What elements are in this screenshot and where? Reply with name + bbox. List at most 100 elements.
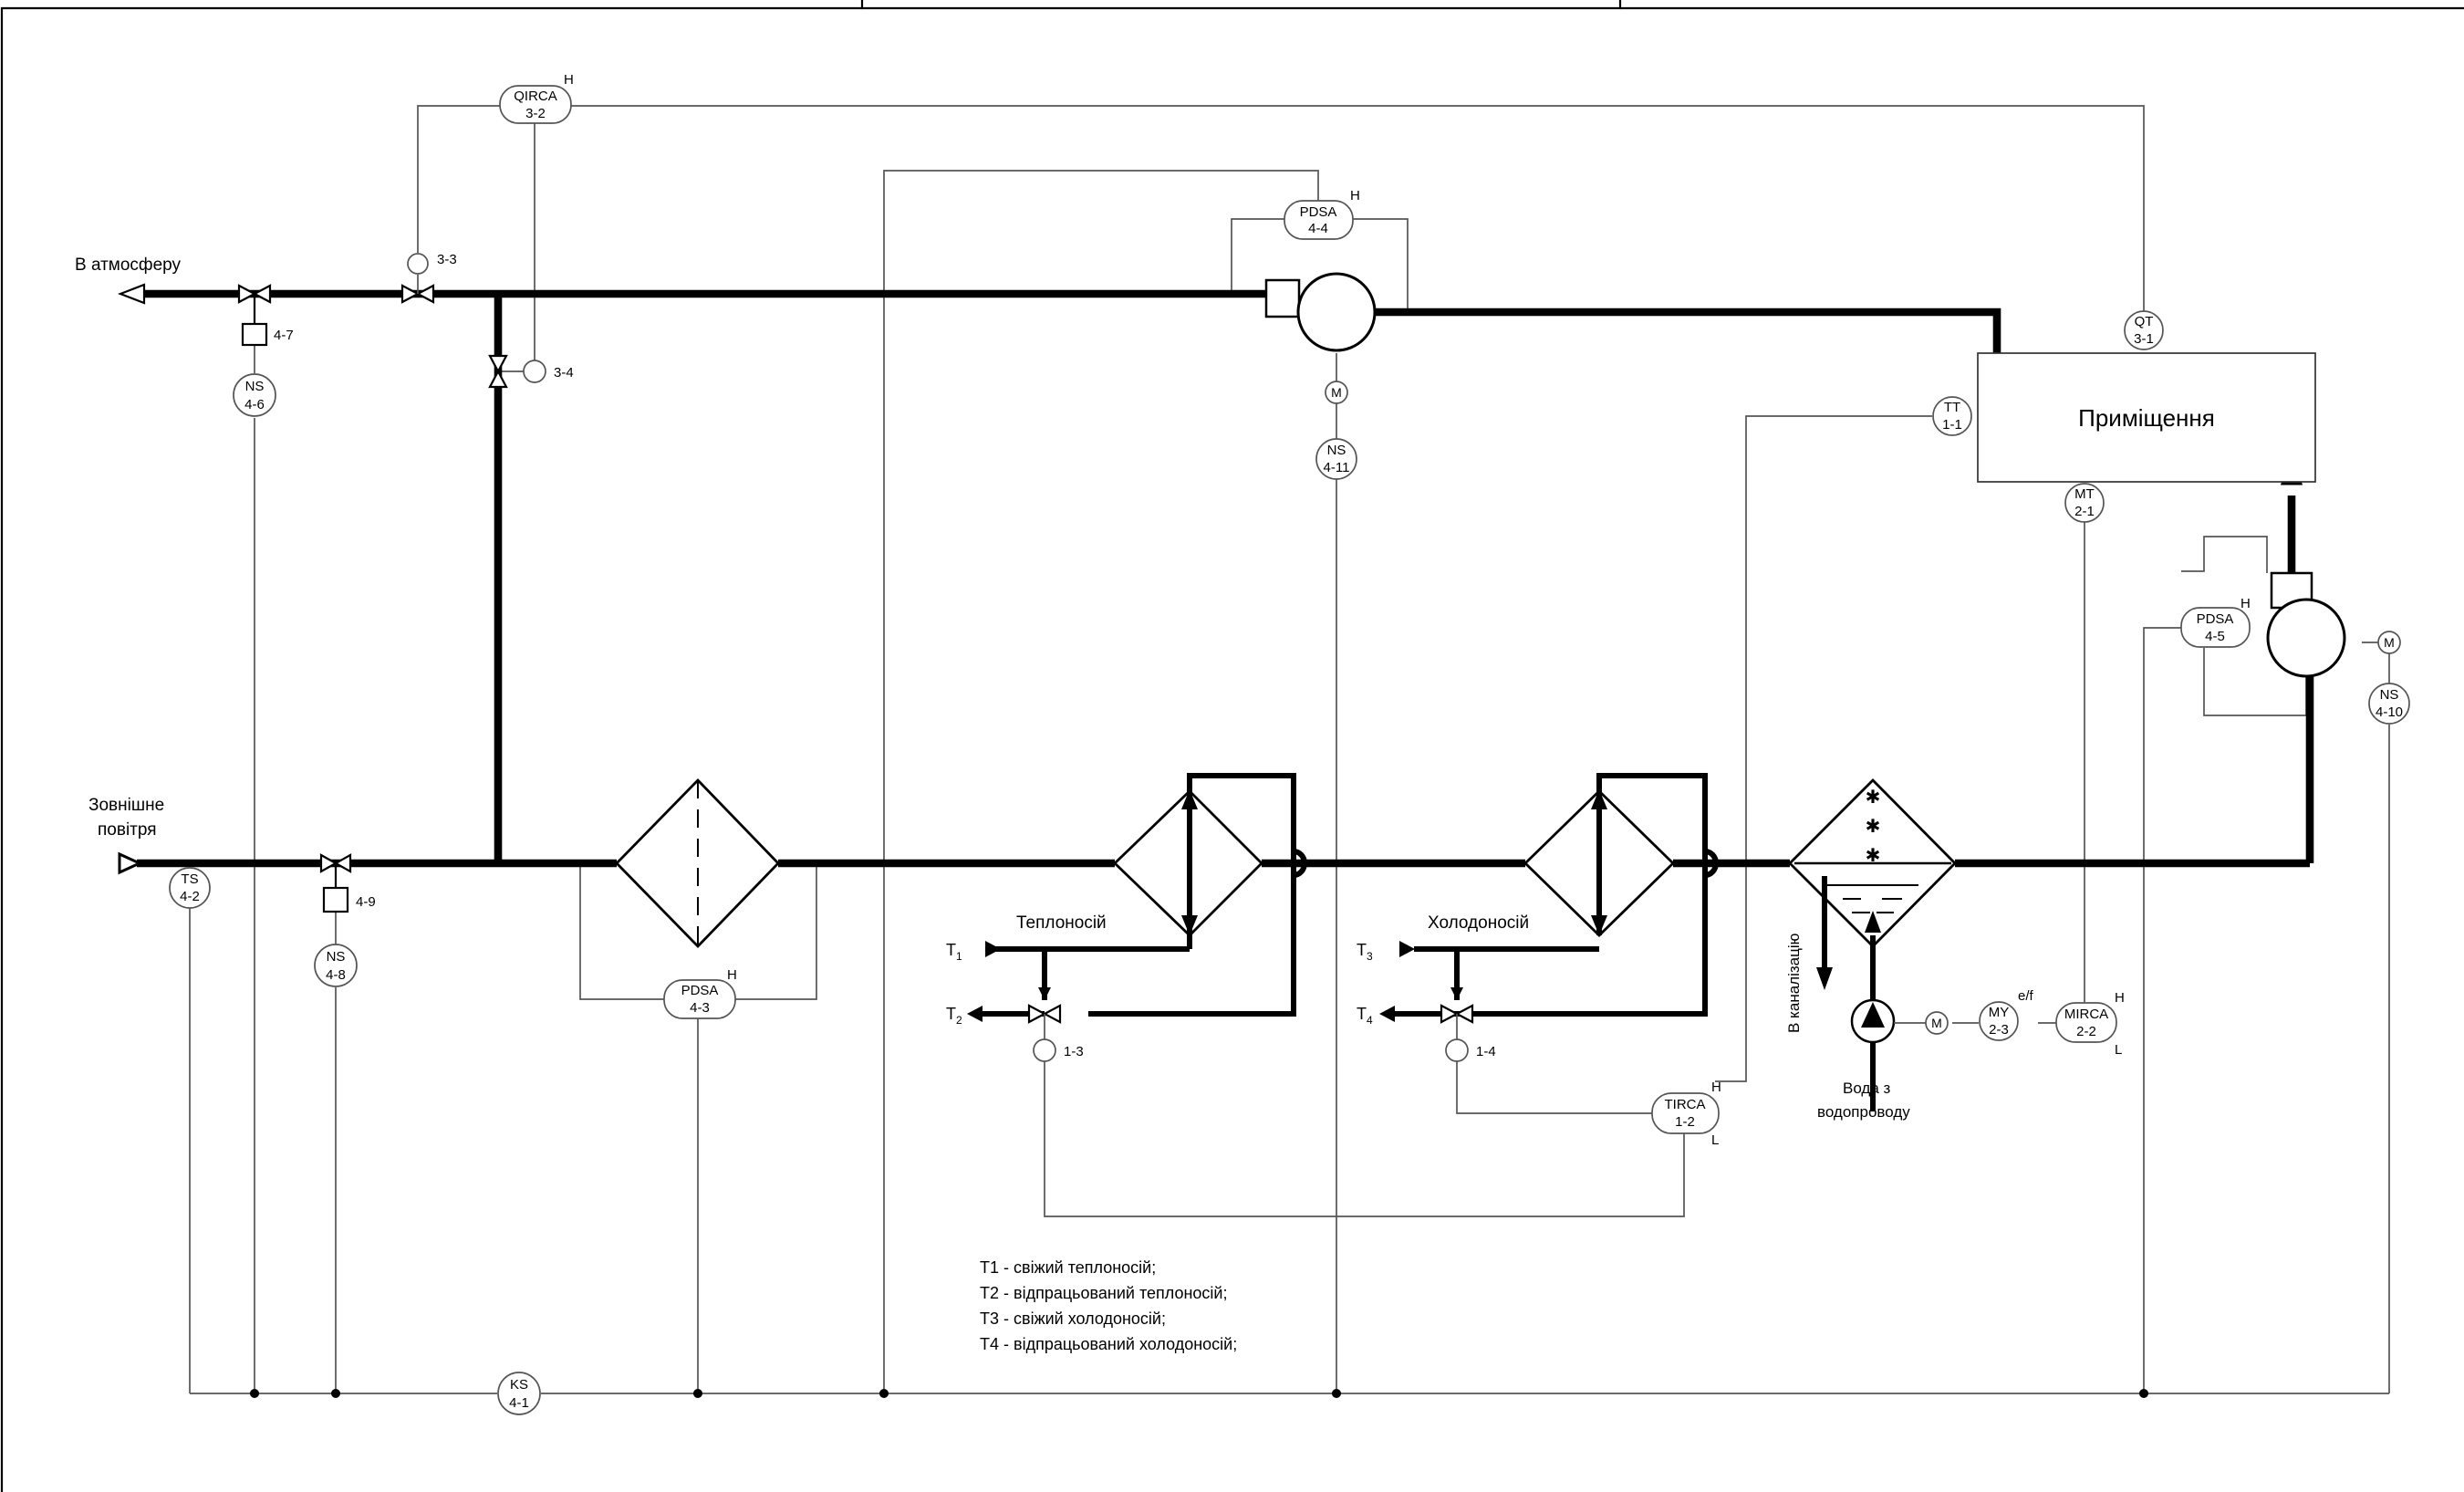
- junction-dot: [250, 1389, 259, 1398]
- bus-junction-dots: [250, 1389, 2148, 1398]
- heater-exchanger[interactable]: [999, 773, 1307, 1017]
- device-label-4-9: 4-9: [356, 894, 376, 910]
- instrument-number: 2-1: [2074, 504, 2095, 519]
- instrument-pdsa-4-5[interactable]: PDSA 4-5 H: [2180, 596, 2251, 648]
- t4-outlet-arrow: [1379, 1006, 1395, 1022]
- motor-label: M: [1331, 385, 1342, 400]
- spray-nozzle-icon: ✱: [1866, 846, 1881, 866]
- motor-label: M: [2384, 635, 2395, 650]
- cold-carrier-label: Холодоносій: [1428, 913, 1529, 933]
- alarm-high: H: [2240, 596, 2251, 611]
- svg-text:T4: T4: [1357, 1005, 1373, 1027]
- instrument-number: 4-8: [326, 967, 346, 983]
- instrument-tag: NS: [2380, 687, 2399, 703]
- instrument-ns-4-6[interactable]: NS 4-6: [233, 373, 276, 417]
- instrument-tag: NS: [245, 379, 265, 394]
- junction-dot: [2139, 1389, 2148, 1398]
- instrument-ns-4-11[interactable]: NS 4-11: [1315, 438, 1357, 480]
- valve-4-7[interactable]: [237, 284, 272, 347]
- process-pipes: [137, 289, 2314, 868]
- water-pump[interactable]: [1850, 998, 1949, 1111]
- legend-item: T2 - відпрацьований теплоносій;: [980, 1284, 1227, 1302]
- svg-text:T2: T2: [946, 1005, 962, 1027]
- valve-1-4[interactable]: [1440, 1004, 1474, 1062]
- alarm-high: H: [1350, 188, 1360, 203]
- instrument-my-2-3[interactable]: MY 2-3 e/f: [1979, 988, 2034, 1041]
- spray-nozzle-icon: ✱: [1866, 817, 1881, 837]
- instrument-ns-4-8[interactable]: NS 4-8: [314, 944, 358, 987]
- instrument-mirca-2-2[interactable]: MIRCA 2-2 H L: [2055, 990, 2125, 1058]
- valve-1-3[interactable]: [1027, 1004, 1062, 1062]
- instrument-number: 1-1: [1942, 417, 1962, 433]
- instrument-mt-2-1[interactable]: MT 2-1: [2064, 483, 2105, 523]
- instrument-tag: QT: [2135, 314, 2154, 329]
- instrument-number: 4-1: [509, 1395, 529, 1411]
- instrument-number: 4-3: [690, 1000, 710, 1016]
- valve-4-9[interactable]: [319, 853, 352, 913]
- instrument-tag: NS: [1327, 443, 1346, 458]
- legend-item: T4 - відпрацьований холодоносій;: [980, 1335, 1237, 1353]
- junction-dot: [1332, 1389, 1341, 1398]
- to-sewer-label: В каналізацію: [1785, 933, 1803, 1033]
- stream-tag-t3: T3: [1357, 941, 1373, 963]
- spray-nozzle-icon: ✱: [1866, 788, 1881, 808]
- svg-text:T3: T3: [1357, 941, 1373, 963]
- instrument-pdsa-4-4[interactable]: PDSA 4-4 H: [1284, 188, 1360, 240]
- stream-tag-t1: T1: [946, 941, 962, 963]
- supply-fan[interactable]: [2266, 571, 2401, 678]
- legend: T1 - свіжий теплоносій; T2 - відпрацьова…: [980, 1258, 1237, 1353]
- instrument-pdsa-4-3[interactable]: PDSA 4-3 H: [663, 967, 737, 1019]
- instrument-tag: KS: [510, 1377, 528, 1393]
- instrument-tt-1-1[interactable]: TT 1-1: [1932, 396, 1972, 436]
- instrument-number: 4-5: [2205, 629, 2225, 644]
- instrument-tag: PDSA: [681, 983, 719, 998]
- instrument-number: 2-3: [1989, 1022, 2009, 1038]
- water-supply-label: водопроводу: [1817, 1103, 1910, 1121]
- instrument-tag: TIRCA: [1665, 1097, 1706, 1112]
- instrument-number: 4-10: [2376, 704, 2403, 720]
- valve-3-4[interactable]: [488, 354, 546, 389]
- t3-inlet-arrow: [1399, 941, 1415, 957]
- stream-tag-t2: T2: [946, 1005, 962, 1027]
- room-box[interactable]: Приміщення: [1977, 352, 2316, 483]
- instrument-tag: PDSA: [2197, 611, 2234, 627]
- device-label-4-7: 4-7: [274, 328, 294, 343]
- cooler-exchanger[interactable]: [1414, 773, 1719, 1017]
- to-atmosphere-label: В атмосферу: [75, 256, 181, 275]
- water-supply-label: Вода з: [1843, 1080, 1891, 1097]
- instrument-ks-4-1[interactable]: KS 4-1: [497, 1372, 541, 1415]
- alarm-high: H: [1711, 1080, 1721, 1095]
- instrument-number: 2-2: [2076, 1024, 2096, 1039]
- legend-item: T3 - свіжий холодоносій;: [980, 1309, 1166, 1328]
- junction-dot: [693, 1389, 702, 1398]
- instrument-ts-4-2[interactable]: TS 4-2: [169, 867, 211, 909]
- valve-3-3[interactable]: [400, 253, 435, 304]
- humidifier[interactable]: ✱ ✱ ✱: [1788, 778, 1957, 999]
- instrument-qt-3-1[interactable]: QT 3-1: [2124, 310, 2164, 350]
- instrument-tag: MT: [2074, 486, 2095, 502]
- instrument-tag: MY: [1989, 1005, 2010, 1020]
- instrument-tag: TS: [181, 871, 198, 887]
- instrument-tag: TT: [1944, 400, 1960, 415]
- device-label-1-3: 1-3: [1064, 1044, 1084, 1059]
- device-label-1-4: 1-4: [1476, 1044, 1496, 1059]
- instrument-ns-4-10[interactable]: NS 4-10: [2368, 683, 2410, 725]
- air-filter[interactable]: [615, 777, 780, 949]
- outdoor-air-label: повітря: [98, 820, 157, 840]
- alarm-low: L: [1711, 1132, 1719, 1148]
- instrument-tag: NS: [327, 949, 346, 965]
- motor-icon: [1325, 381, 1348, 404]
- junction-dot: [879, 1389, 889, 1398]
- heat-carrier-label: Теплоносій: [1016, 913, 1107, 933]
- instrument-qirca-3-2[interactable]: QIRCA 3-2 H: [499, 72, 574, 124]
- outdoor-air-label: Зовнішне: [88, 796, 164, 815]
- alarm-high: H: [727, 967, 737, 983]
- instrument-tirca-1-2[interactable]: TIRCA 1-2 H L: [1651, 1080, 1721, 1148]
- instrument-number: 3-2: [525, 106, 546, 121]
- device-label-3-3: 3-3: [437, 252, 457, 267]
- exhaust-fan[interactable]: [1264, 272, 1377, 404]
- outdoor-air-inlet-arrow: [118, 851, 143, 875]
- stream-tag-t4: T4: [1357, 1005, 1373, 1027]
